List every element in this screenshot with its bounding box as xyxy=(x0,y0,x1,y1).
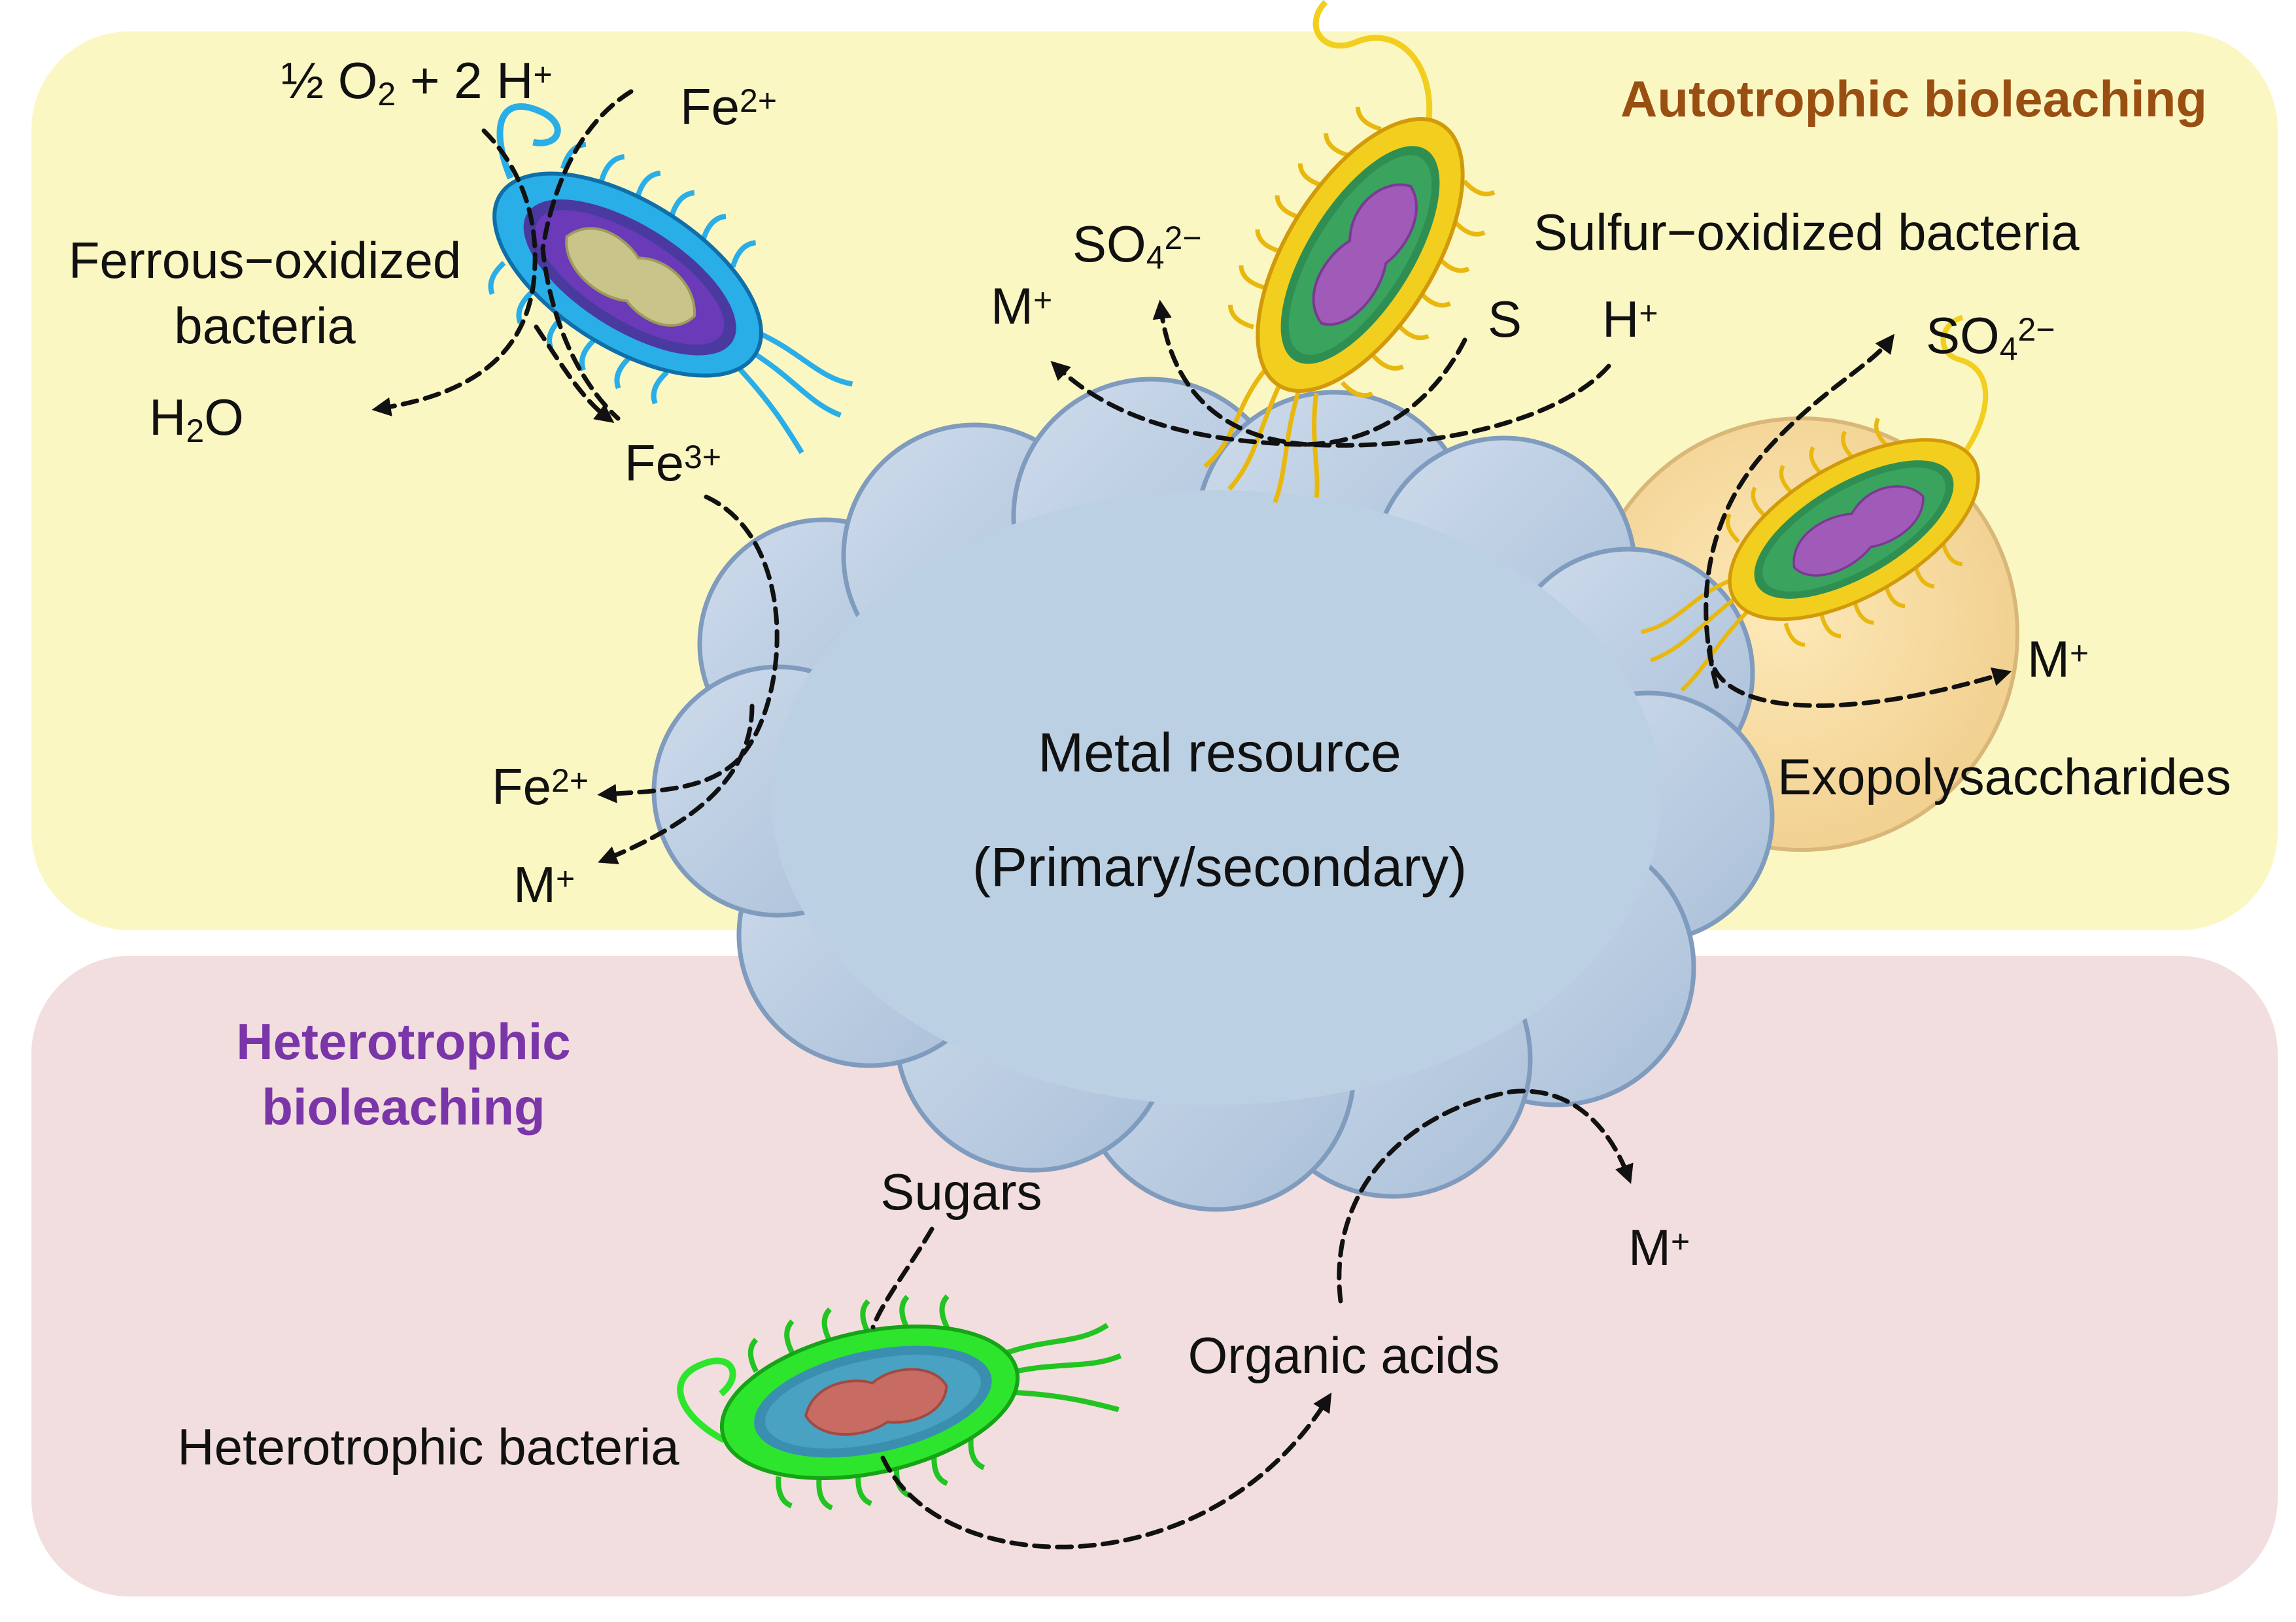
heterotrophic-bacterium-icon xyxy=(677,1294,1122,1511)
heterotrophic-bacteria-label: Heterotrophic bacteria xyxy=(177,1418,679,1476)
cloud-fill xyxy=(772,490,1661,1105)
exopolysaccharides-label: Exopolysaccharides xyxy=(1777,748,2231,805)
eps-sulfate-label: SO42− xyxy=(1926,307,2055,367)
ferrous-bacteria-label-line1: Ferrous−oxidized xyxy=(69,231,461,289)
proton-label: H+ xyxy=(1602,290,1658,348)
sulfur-oxidizing-bacterium-icon xyxy=(1203,0,1496,503)
fe2-input-label: Fe2+ xyxy=(680,78,777,135)
ferrous-bacteria-label-line2: bacteria xyxy=(174,297,356,354)
heterotrophic-title-line2: bioleaching xyxy=(262,1078,545,1136)
ferrous-oxidizing-bacterium-icon xyxy=(488,103,853,454)
sulfur-sulfate-label: SO42− xyxy=(1072,215,1202,276)
ferrous-arrows xyxy=(371,89,780,864)
fe2-regenerated-label: Fe2+ xyxy=(492,758,589,815)
center-title: Metal resource xyxy=(1038,722,1401,783)
heterotrophic-title-line1: Heterotrophic xyxy=(236,1013,570,1070)
eps-bacterium-icon xyxy=(1641,314,1989,692)
fe3-label: Fe3+ xyxy=(625,434,721,492)
oxygen-proton-label: ½ O2 + 2 H+ xyxy=(281,52,553,112)
sulfur-element-label: S xyxy=(1488,290,1522,348)
heterotrophic-panel xyxy=(31,956,2278,1597)
eps-arrows xyxy=(1704,333,2012,708)
water-label: H2O xyxy=(149,388,244,449)
autotrophic-title: Autotrophic bioleaching xyxy=(1620,70,2207,127)
eps-metal-label: M+ xyxy=(2027,630,2089,688)
center-subtitle: (Primary/secondary) xyxy=(972,836,1467,898)
hetero-metal-label: M+ xyxy=(1628,1219,1690,1276)
ferrous-metal-label: M+ xyxy=(513,856,575,913)
heterotrophic-arrows xyxy=(870,1089,1634,1549)
sulfur-arrows xyxy=(1050,299,1611,448)
organic-acids-label: Organic acids xyxy=(1188,1326,1500,1384)
sugars-label: Sugars xyxy=(880,1163,1042,1221)
sulfur-bacteria-label: Sulfur−oxidized bacteria xyxy=(1534,203,2080,261)
sulfur-metal-label: M+ xyxy=(991,277,1052,335)
